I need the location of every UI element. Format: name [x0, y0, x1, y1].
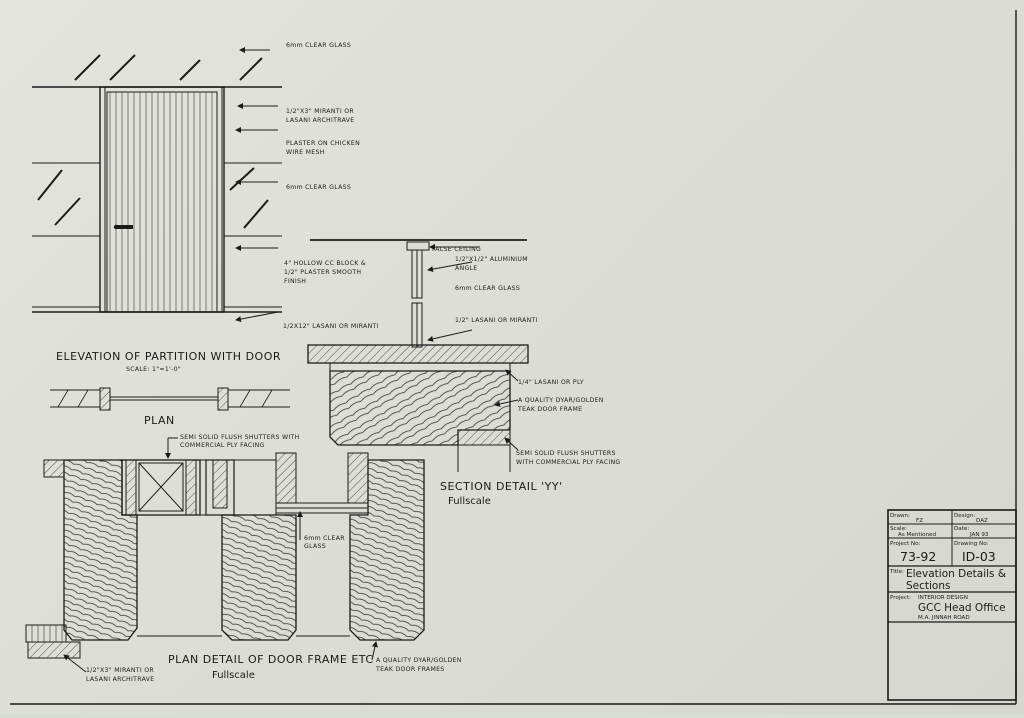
label-frames-plan-1: A QUALITY DYAR/GOLDEN	[376, 657, 462, 664]
label-angle-2: ANGLE	[455, 265, 478, 272]
section-drawing	[307, 239, 529, 472]
tb-title-line2: Sections	[906, 580, 950, 592]
plan-detail-scale: Fullscale	[212, 670, 255, 681]
section-scale: Fullscale	[448, 496, 491, 507]
label-architrave-plan-2: LASANI ARCHITRAVE	[86, 676, 154, 683]
label-glass-section: 6mm CLEAR GLASS	[455, 285, 520, 292]
label-block-3: FINISH	[284, 278, 306, 285]
tb-project-name: GCC Head Office	[918, 602, 1006, 614]
title-plan: PLAN	[144, 414, 175, 427]
label-shutters-section-2: WITH COMMERCIAL PLY FACING	[516, 459, 621, 466]
label-glass-plan-2: GLASS	[304, 543, 326, 550]
tb-date-label: Date:	[954, 526, 969, 532]
title-section: SECTION DETAIL 'YY'	[440, 480, 563, 493]
label-frames-plan-2: TEAK DOOR FRAMES	[375, 666, 445, 673]
title-plan-detail: PLAN DETAIL OF DOOR FRAME ETC	[168, 653, 374, 666]
label-plaster-2: WIRE MESH	[286, 149, 325, 156]
label-architrave-1: 1/2"X3" MIRANTI OR	[286, 108, 354, 115]
elevation-drawing	[32, 47, 282, 323]
label-shutters-section-1: SEMI SOLID FLUSH SHUTTERS	[516, 450, 616, 457]
label-architrave-plan-1: 1/2"X3" MIRANTI OR	[86, 667, 154, 674]
label-frame-section-1: A QUALITY DYAR/GOLDEN	[518, 397, 604, 404]
tb-title-label: Title:	[889, 569, 904, 575]
elevation-scale: SCALE: 1"=1'-0"	[126, 366, 181, 373]
tb-design-value: DAZ	[976, 518, 988, 524]
label-glass-mid: 6mm CLEAR GLASS	[286, 184, 351, 191]
label-frame-section-2: TEAK DOOR FRAME	[517, 406, 582, 413]
label-glass-top: 6mm CLEAR GLASS	[286, 42, 351, 49]
label-ply: 1/4" LASANI OR PLY	[518, 379, 584, 386]
tb-drawn-value: FZ	[916, 518, 923, 524]
tb-title-line1: Elevation Details &	[906, 568, 1006, 580]
tb-date-value: JAN 93	[969, 532, 989, 538]
tb-drawn-label: Drawn:	[890, 513, 910, 519]
tb-project-no-value: 73-92	[900, 549, 936, 564]
tb-project-type: INTERIOR DESIGN	[918, 595, 968, 601]
tb-scale-label: Scale:	[890, 526, 907, 532]
tb-project-label: Project:	[890, 595, 911, 601]
label-block-1: 4" HOLLOW CC BLOCK &	[284, 260, 366, 267]
label-plaster-1: PLASTER ON CHICKEN	[286, 140, 360, 147]
label-lasani-section: 1/2" LASANI OR MIRANTI	[455, 317, 538, 324]
tb-drawing-no-value: ID-03	[962, 549, 996, 564]
tb-drawing-no-label: Drawing No:	[954, 541, 989, 547]
label-shutters-plan-1: SEMI SOLID FLUSH SHUTTERS WITH	[180, 434, 300, 441]
plan-detail-drawing	[25, 437, 425, 673]
tb-scale-value: As Mentioned	[898, 532, 936, 538]
title-elevation: ELEVATION OF PARTITION WITH DOOR	[56, 350, 281, 363]
plan-drawing	[50, 387, 290, 411]
label-angle-1: 1/2"X1/2" ALUMINIUM	[455, 256, 528, 263]
label-block-2: 1/2" PLASTER SMOOTH	[284, 269, 361, 276]
label-architrave-2: LASANI ARCHITRAVE	[286, 117, 354, 124]
label-shutters-plan-2: COMMERCIAL PLY FACING	[180, 442, 265, 449]
tb-project-no-label: Project No:	[890, 541, 921, 547]
tb-project-address: M.A. JINNAH ROAD	[918, 615, 970, 621]
tb-design-label: Design:	[954, 513, 975, 519]
label-false-ceiling: FALSE CEILING	[432, 246, 481, 253]
label-skirting: 1/2X12" LASANI OR MIRANTI	[283, 323, 379, 330]
label-glass-plan-1: 6mm CLEAR	[304, 535, 345, 542]
